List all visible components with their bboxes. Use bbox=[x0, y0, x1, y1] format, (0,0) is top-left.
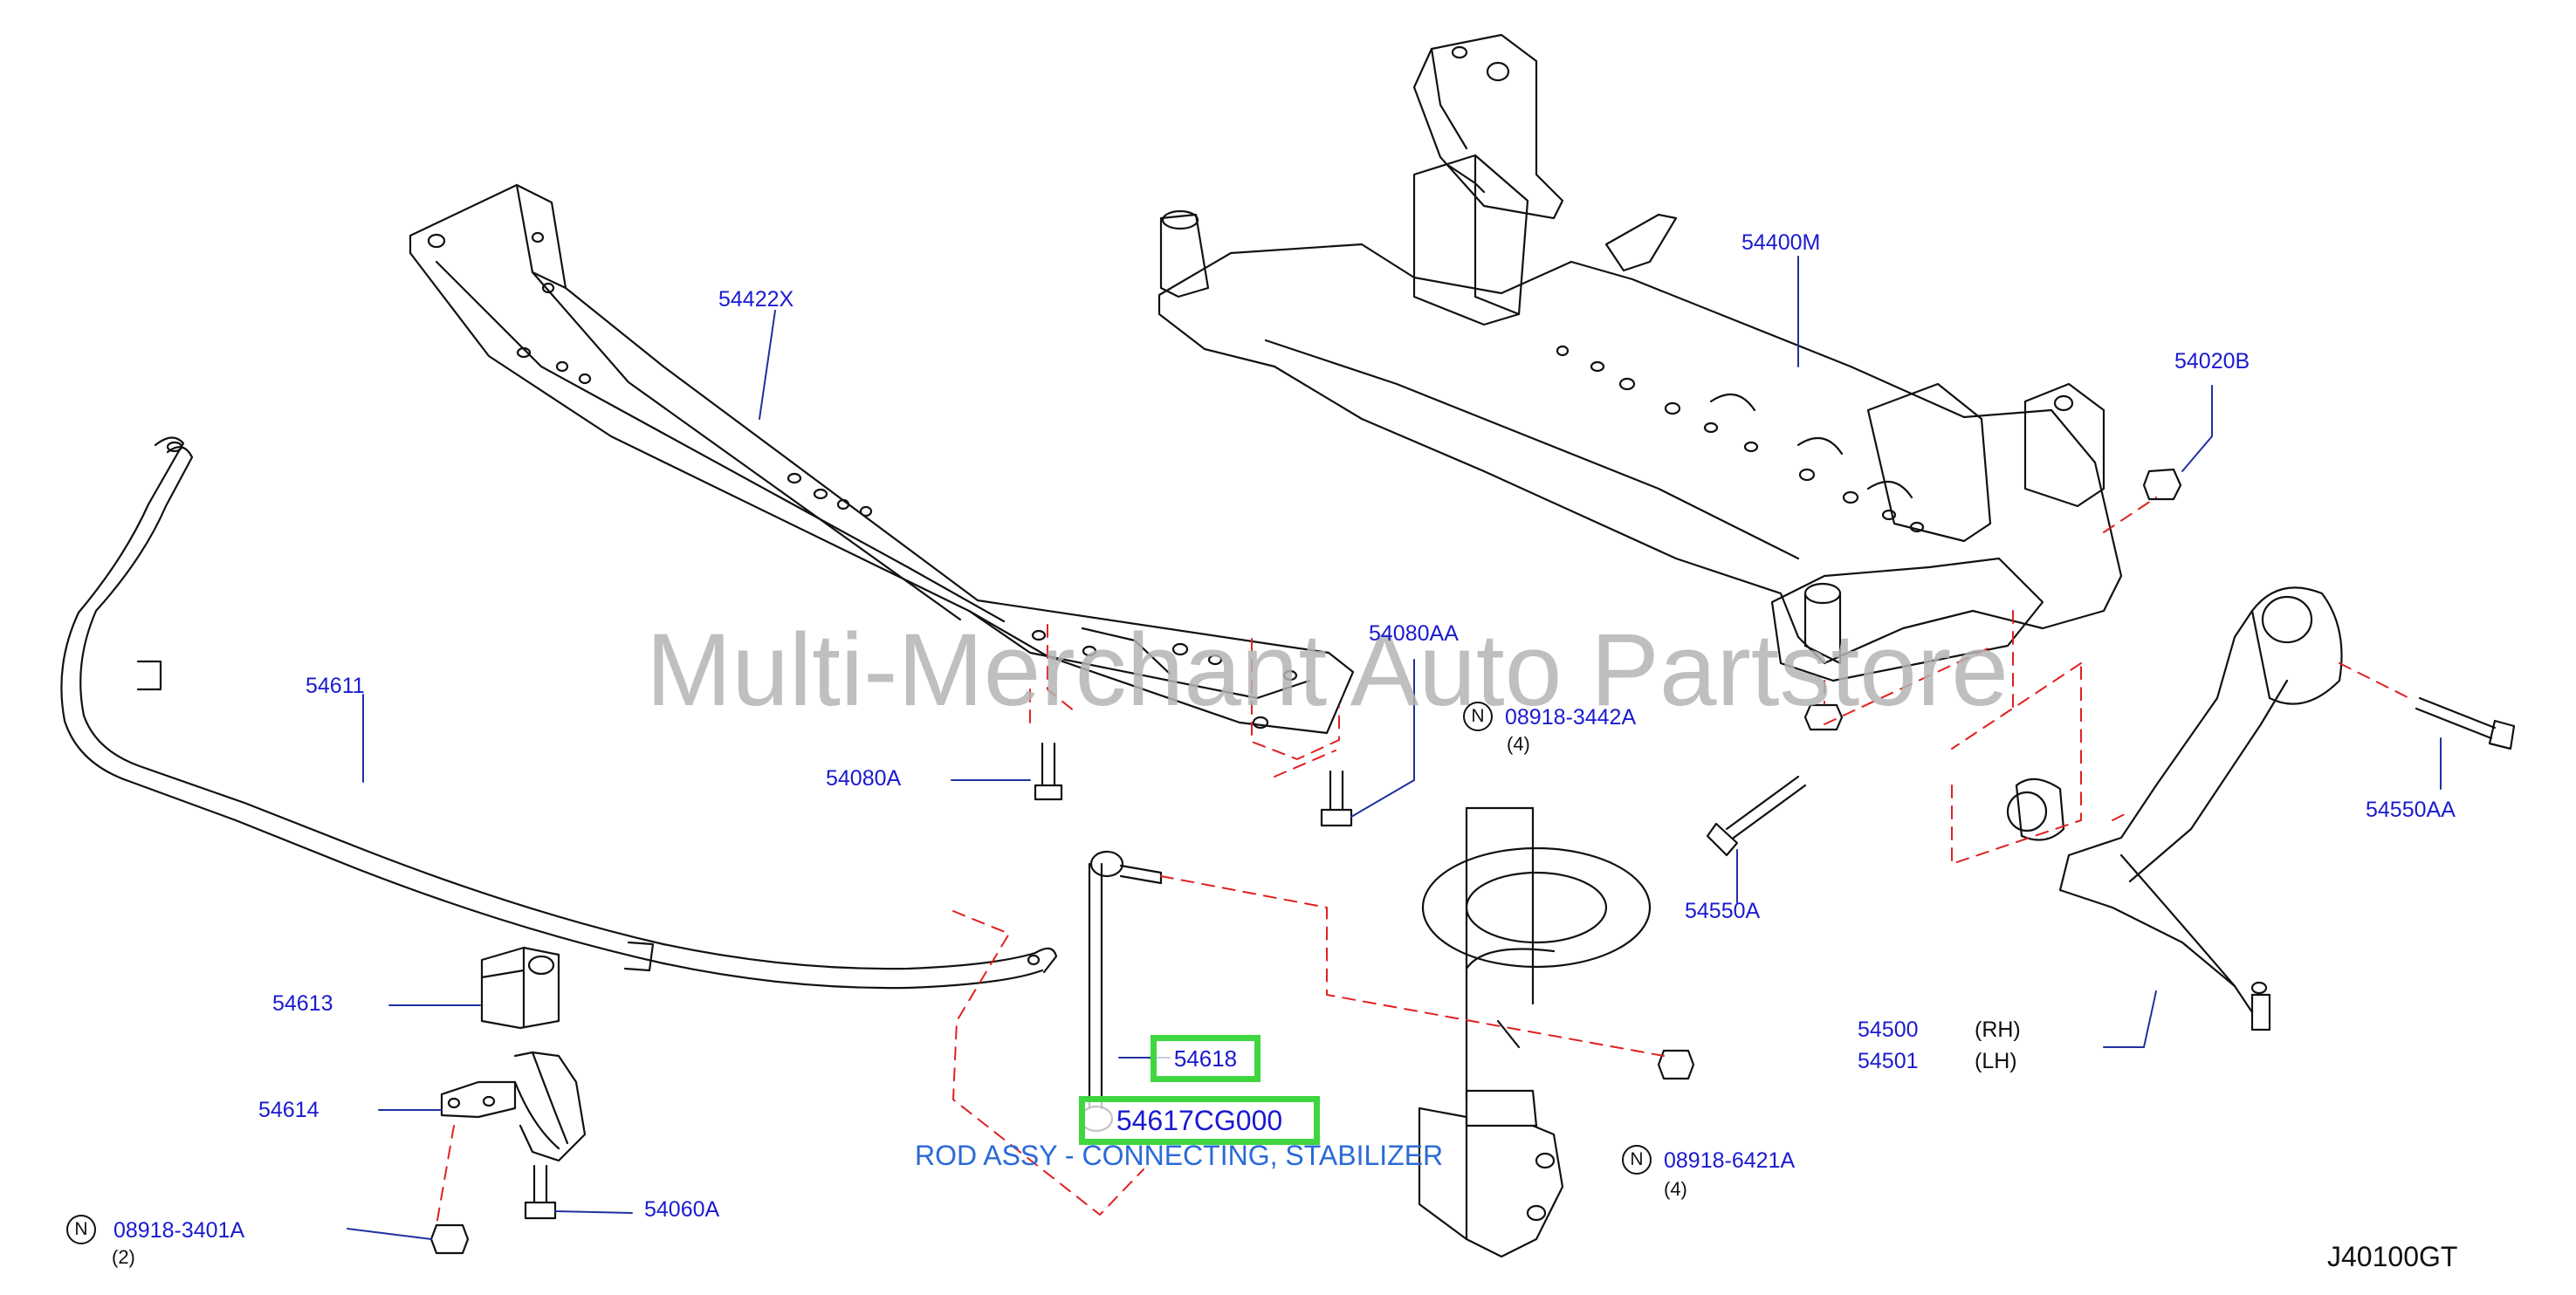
lower-arm-drawing bbox=[2006, 586, 2343, 1031]
n-mark-icon: N bbox=[1463, 702, 1493, 731]
n-mark-icon: N bbox=[66, 1215, 96, 1244]
part-label-54550aa[interactable]: 54550AA bbox=[2366, 798, 2456, 822]
part-label-54614[interactable]: 54614 bbox=[258, 1098, 319, 1122]
clamp-drawing bbox=[440, 1051, 587, 1162]
part-label-54501[interactable]: 54501 bbox=[1858, 1049, 1919, 1073]
part-label-54500[interactable]: 54500 bbox=[1858, 1018, 1919, 1042]
dashed-assembly-lines bbox=[436, 497, 2410, 1226]
quantity-label: (4) bbox=[1664, 1178, 1687, 1200]
side-label-lh: (LH) bbox=[1975, 1049, 2017, 1073]
part-label-54080a[interactable]: 54080A bbox=[826, 766, 902, 791]
part-description-tooltip: ROD ASSY - CONNECTING, STABILIZER bbox=[915, 1140, 1444, 1171]
highlight-part-54617cg000[interactable]: 54617CG000 bbox=[1079, 1096, 1320, 1145]
side-label-rh: (RH) bbox=[1975, 1018, 2021, 1042]
crossmember-bar-drawing bbox=[409, 183, 1355, 735]
n-mark-icon: N bbox=[1622, 1145, 1652, 1175]
quantity-label: (4) bbox=[1507, 733, 1530, 755]
part-label-08918-3401a[interactable]: 08918-3401A bbox=[113, 1218, 245, 1243]
leader-lines bbox=[347, 256, 2442, 1240]
highlight-part-54618[interactable]: 54618 bbox=[1151, 1035, 1261, 1082]
quantity-label: (2) bbox=[112, 1246, 135, 1268]
part-label-54611[interactable]: 54611 bbox=[306, 674, 365, 698]
part-label-08918-3442a[interactable]: 08918-3442A bbox=[1505, 705, 1637, 730]
connecting-rod-drawing bbox=[1079, 850, 1163, 1133]
stabilizer-bar-drawing bbox=[60, 436, 1058, 990]
strut-drawing bbox=[1418, 806, 1652, 1258]
part-label-54613[interactable]: 54613 bbox=[272, 991, 333, 1016]
part-label-54422x[interactable]: 54422X bbox=[718, 287, 794, 312]
figure-code: J40100GT bbox=[2327, 1241, 2458, 1272]
part-label-54060a[interactable]: 54060A bbox=[644, 1197, 720, 1222]
fastener-drawings bbox=[429, 468, 2516, 1255]
part-label-08918-6421a[interactable]: 08918-6421A bbox=[1664, 1148, 1796, 1173]
part-label-54020b[interactable]: 54020B bbox=[2174, 349, 2250, 373]
bushing-drawing bbox=[480, 946, 560, 1030]
member-assy-drawing bbox=[1157, 33, 2123, 682]
part-label-54080aa[interactable]: 54080AA bbox=[1369, 621, 1459, 646]
part-label-54400m[interactable]: 54400M bbox=[1741, 230, 1821, 255]
part-label-54550a[interactable]: 54550A bbox=[1685, 899, 1761, 923]
